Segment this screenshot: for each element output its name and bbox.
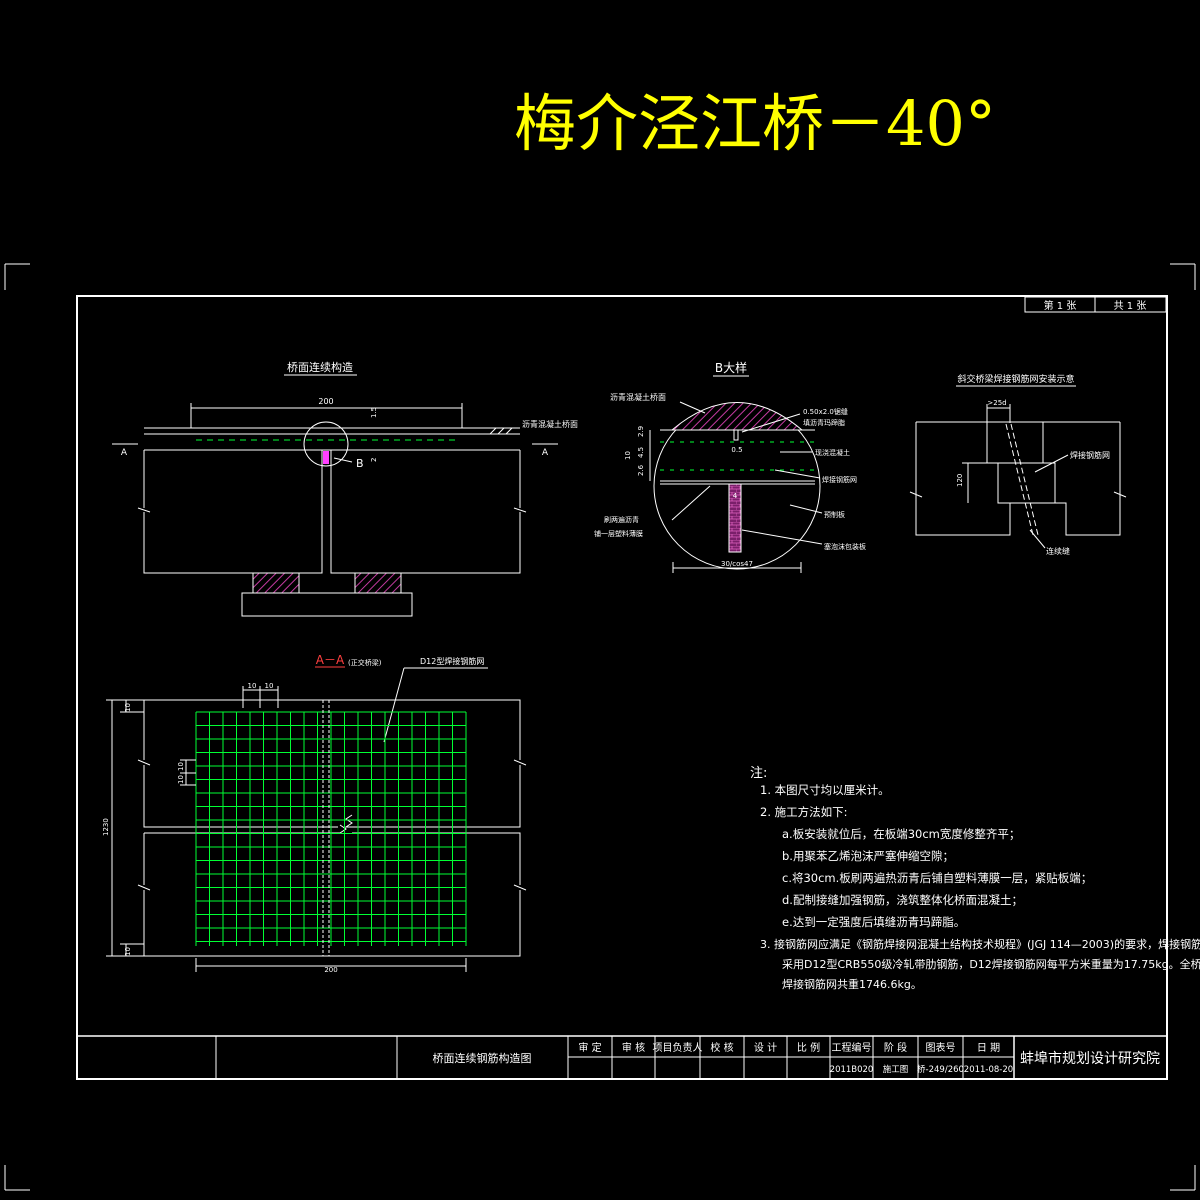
detail-bottom-dim: 30/cos47	[721, 560, 753, 568]
title-block-value: 桥-249/260	[917, 1064, 964, 1075]
title-block-header: 项目负责人	[653, 1041, 703, 1054]
skew-mesh-label: 焊接钢筋网	[1070, 450, 1110, 460]
section-aa-view: A－A (正交桥梁) D12型焊接钢筋网 10 10 10 10 1230	[102, 653, 527, 974]
detail-label-film: 铺一层塑料薄膜	[594, 529, 643, 538]
detail-label-groove: 0.50x2.0锯缝	[803, 407, 848, 416]
aa-dim-side-1: 10	[177, 762, 185, 771]
title-block-header: 比 例	[797, 1041, 820, 1054]
title-block-value: 施工图	[883, 1064, 909, 1075]
detail-dim-29: 2.9	[637, 426, 645, 437]
detail-dim-26: 2.6	[637, 464, 645, 476]
note-3: 3. 接钢筋网应满足《钢筋焊接网混凝土结构技术规程》(JGJ 114—2003)…	[760, 938, 1200, 951]
aa-dim-edge-top: 10	[124, 703, 132, 712]
skew-title: 斜交桥梁焊接钢筋网安装示意	[957, 373, 1074, 385]
deck-label-a-left: A	[121, 448, 128, 458]
aa-dim-side-2: 10	[177, 775, 185, 784]
title-block-value: 2011-08-20	[964, 1065, 1013, 1075]
title-block-header: 工程编号	[832, 1041, 872, 1054]
note-2d: d.配制接缝加强钢筋，浇筑整体化桥面混凝土；	[782, 893, 1023, 907]
skew-joint-label: 连续缝	[1046, 546, 1070, 556]
notes-head: 注:	[750, 766, 768, 781]
title-block-header: 校 核	[710, 1041, 733, 1054]
skew-dim-top: >25d	[987, 399, 1006, 407]
skew-installation-view: 斜交桥梁焊接钢筋网安装示意 >25d 120 焊接钢筋网 连续缝	[909, 373, 1127, 556]
detail-label-concrete: 现浇混凝土	[815, 448, 850, 457]
title-block-header: 阶 段	[884, 1041, 907, 1054]
sheet-number-box: 第 1 张 共 1 张	[1024, 296, 1167, 313]
detail-label-asphalt: 沥青混凝土桥面	[610, 392, 666, 402]
section-aa-mesh-label: D12型焊接钢筋网	[420, 656, 484, 666]
title-block-header: 设 计	[754, 1041, 777, 1054]
institute-name: 蚌埠市规划设计研究院	[1020, 1050, 1160, 1067]
note-2e: e.达到一定强度后填缝沥青玛蹄脂。	[782, 915, 966, 929]
section-aa-subtitle: (正交桥梁)	[348, 658, 382, 667]
note-3b: 采用D12型CRB550级冷轧带肋钢筋，D12焊接钢筋网每平方米重量为17.75…	[782, 958, 1200, 971]
drawing-name: 桥面连续钢筋构造图	[433, 1051, 532, 1065]
deck-dim-15: 1.5	[370, 407, 378, 418]
detail-dim-4: 4	[733, 492, 738, 500]
detail-dim-10: 10	[624, 451, 632, 460]
detail-dim-05: 0.5	[731, 446, 742, 454]
note-2b: b.用聚苯乙烯泡沫严塞伸缩空隙；	[782, 849, 954, 863]
aa-dim-edge-bottom: 10	[124, 947, 132, 956]
drawing-frame	[76, 295, 1168, 1080]
sheet-page: 第 1 张	[1044, 299, 1077, 312]
deck-dim-2: 2	[370, 458, 378, 462]
note-1: 1. 本图尺寸均以厘米计。	[760, 783, 890, 797]
deck-label-b: B	[356, 457, 364, 470]
aa-dim-top-1: 10	[248, 682, 257, 690]
detail-label-mesh: 焊接钢筋网	[822, 475, 857, 484]
deck-view-title: 桥面连续构造	[287, 360, 353, 374]
title-block-value: 2011B020	[830, 1065, 874, 1075]
aa-dim-width: 200	[324, 966, 337, 974]
detail-b-title: B大样	[715, 360, 747, 375]
deck-dim-200: 200	[318, 397, 333, 406]
detail-dim-45: 4.5	[637, 447, 645, 458]
deck-surface-note: 沥青混凝土桥面	[522, 419, 578, 429]
note-2: 2. 施工方法如下:	[760, 805, 848, 819]
skew-dim-side: 120	[956, 474, 964, 487]
deck-label-a-right: A	[542, 448, 549, 458]
note-3c: 焊接钢筋网共重1746.6kg。	[782, 978, 922, 991]
title-block-header: 日 期	[977, 1042, 1000, 1054]
title-block-header: 图表号	[926, 1041, 956, 1054]
detail-label-groove2: 填沥青玛蹄脂	[803, 418, 845, 427]
detail-b-view: B大样 2.9 4.5 2.6 10 0.5 4 30/cos47 沥青混凝土桥…	[594, 360, 866, 573]
section-aa-title: A－A	[316, 653, 345, 667]
drawing-title: 梅介泾江桥－40°	[514, 87, 996, 160]
aa-dim-height: 1230	[102, 818, 110, 836]
detail-label-hot: 刷两遍沥青	[604, 515, 639, 524]
detail-label-plate: 预制板	[824, 510, 845, 519]
title-block-header: 审 核	[622, 1041, 645, 1054]
detail-label-foam: 塞泡沫包装板	[824, 542, 866, 551]
aa-dim-top-2: 10	[265, 682, 274, 690]
deck-continuity-view: 桥面连续构造 200 沥青混凝土桥面 A A 1.5 2 B	[112, 360, 578, 617]
welded-mesh-grid	[195, 711, 467, 946]
note-2c: c.将30cm.板刷两遍热沥青后铺自塑料薄膜一层，紧贴板端；	[782, 871, 1093, 885]
title-block: 审 定 审 核项目负责人校 核 设 计 比 例工程编号 2011B020 阶 段施工图 图表…	[77, 1035, 1166, 1079]
note-2a: a.板安装就位后，在板端30cm宽度修整齐平；	[782, 827, 1021, 841]
sheet-total: 共 1 张	[1114, 300, 1147, 312]
crop-marks	[4, 263, 1196, 1191]
title-block-header: 审 定	[578, 1041, 601, 1054]
